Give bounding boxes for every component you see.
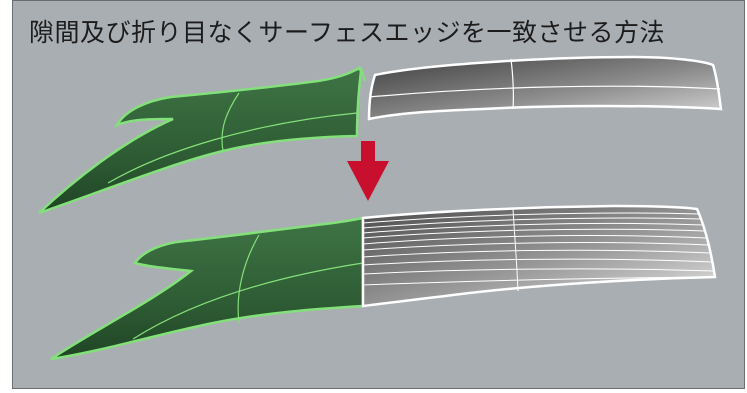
green-surface-before bbox=[38, 66, 366, 215]
green-surface-after bbox=[50, 216, 365, 361]
grey-surface-after bbox=[361, 204, 717, 308]
page-title: 隙間及び折り目なくサーフェスエッジを一致させる方法 bbox=[29, 18, 666, 47]
grey-surface-before bbox=[367, 55, 723, 121]
down-arrow-icon bbox=[347, 141, 389, 201]
illustration-panel: 隙間及び折り目なくサーフェスエッジを一致させる方法 bbox=[12, 0, 745, 389]
surface-illustration bbox=[38, 55, 723, 361]
